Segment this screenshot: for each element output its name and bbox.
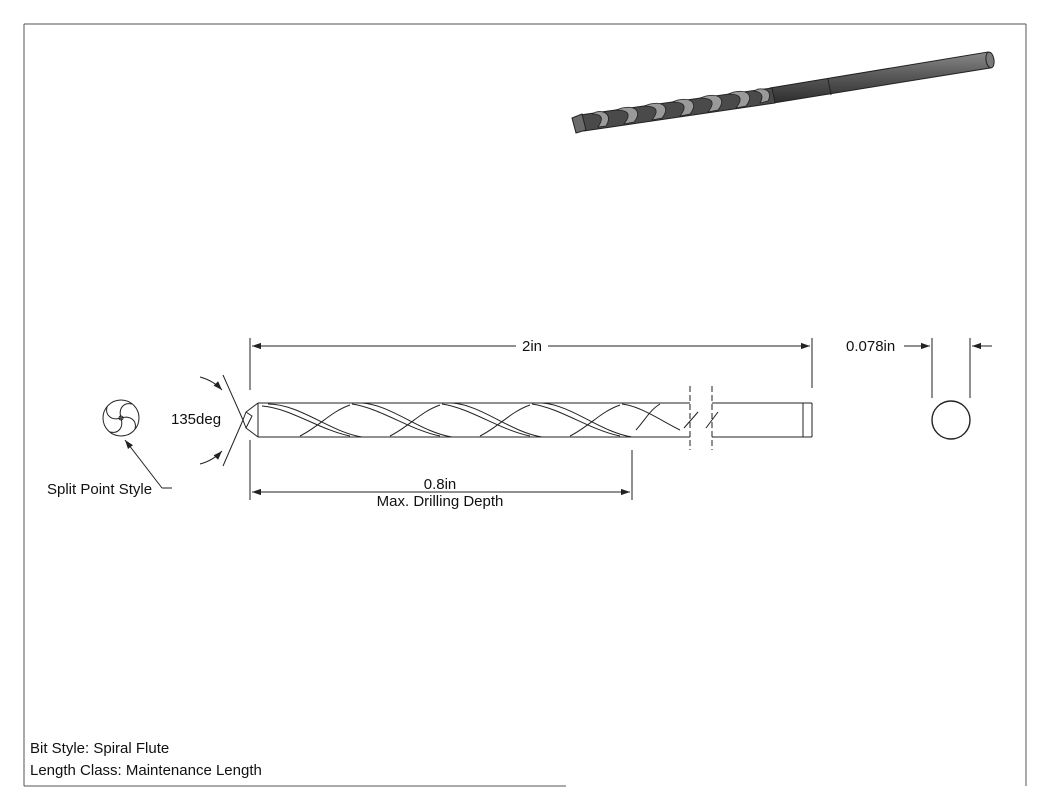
drill-bit-3d-render-icon	[571, 51, 995, 134]
diameter-dimension	[904, 338, 992, 398]
drilling-depth-caption: Max. Drilling Depth	[376, 493, 504, 510]
drilling-depth-dimension	[249, 440, 633, 500]
split-point-leader	[124, 439, 172, 489]
bit-style-note: Bit Style: Spiral Flute	[30, 740, 170, 757]
shank-circle-end-view-icon	[931, 400, 971, 440]
point-angle-label: 135deg	[171, 411, 222, 428]
drill-bit-side-view	[242, 386, 813, 450]
drawing-frame	[23, 23, 1027, 787]
overall-length-label: 2in	[521, 338, 543, 355]
length-class-note: Length Class: Maintenance Length	[30, 762, 262, 779]
split-point-end-view-icon	[102, 399, 140, 437]
overall-length-dimension	[249, 338, 813, 390]
diameter-label: 0.078in	[846, 338, 896, 355]
drilling-depth-label: 0.8in	[423, 476, 457, 493]
point-angle-dimension	[199, 374, 244, 467]
split-point-callout: Split Point Style	[47, 481, 153, 498]
